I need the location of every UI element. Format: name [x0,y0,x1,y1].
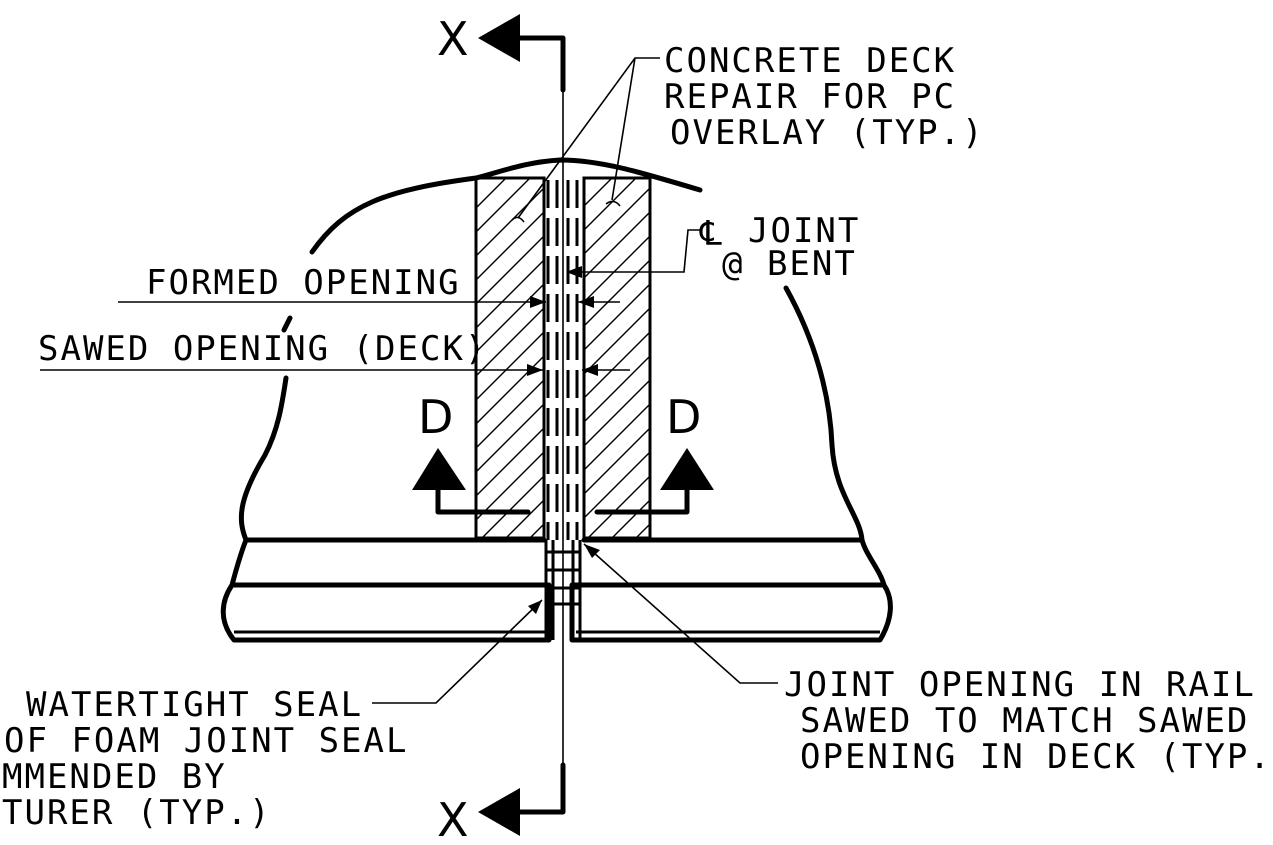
rail-band-right [569,537,893,643]
deck-break-outline [309,157,703,255]
hatch-line [584,259,650,327]
concrete-repair-leader [511,57,660,223]
joint-dashes [546,180,579,540]
label-watertight-seal-4: TURER (TYP.) [2,793,272,833]
hatch-line [476,307,544,377]
hatch-line [476,187,544,257]
label-joint-opening-2: SAWED TO MATCH SAWED [800,701,1249,741]
label-cl-joint-2: @ BENT [722,244,857,284]
section-letter-top: X [437,12,469,66]
hatch-line [476,259,544,329]
label-concrete-repair-2: REPAIR FOR PC [664,77,956,117]
label-watertight-seal-1: WATERTIGHT SEAL [26,685,363,725]
hatch-line [587,475,650,538]
hatch-line [476,451,544,521]
section-mark-d-right: D [594,390,714,515]
label-watertight-seal-2: OF FOAM JOINT SEAL [4,721,408,761]
section-letter-d-left: D [418,390,453,444]
watertight-seal-leader [372,599,543,704]
hatch-right [584,178,650,662]
hatch-line [529,523,544,538]
label-cl-joint-1: JOINT [748,211,860,251]
hatch-line [584,331,650,399]
seal-grid [544,540,582,640]
hatch-line [584,211,650,279]
hatch-line [584,403,650,471]
label-formed-opening: FORMED OPENING [146,263,461,303]
hatch-line [476,178,507,209]
section-mark-d-left: D [412,390,531,515]
hatch-line [584,283,650,351]
hatch-line [584,178,637,231]
hatch-line [505,499,544,538]
hatch-line [476,379,544,449]
hatch-line [584,355,650,423]
hatch-line [476,178,531,233]
label-concrete-repair-1: CONCRETE DECK [664,41,956,81]
section-mark-bottom: X [437,762,566,845]
formed-opening-dimension [118,296,620,308]
joint-opening-leader [583,543,778,684]
hatch-line [476,331,544,401]
hatch-line [584,548,650,614]
sawed-opening-dimension [40,364,630,376]
section-mark-top: X [437,12,566,93]
section-letter-bottom: X [437,793,469,845]
hatch-line [476,427,544,497]
label-joint-opening-1: JOINT OPENING IN RAIL [784,665,1256,705]
cl-joint-leader [566,229,700,278]
hatch-line [584,235,650,303]
cl-joint-symbol: ℄ [699,214,724,254]
hatch-line [584,187,650,255]
label-sawed-opening: SAWED OPENING (DECK) [38,329,487,369]
hatch-line [476,235,544,305]
hatch-line [584,427,650,495]
hatch-line [584,596,650,662]
deck-break-outline-right [783,285,865,543]
hatch-line [476,211,544,281]
hatch-line [584,379,650,447]
hatch-line [476,283,544,353]
hatch-line [584,451,650,519]
label-watertight-seal-3: MMENDED BY [2,757,227,797]
hatch-line [584,572,650,638]
hatch-line [476,403,544,473]
label-concrete-repair-3: OVERLAY (TYP.) [670,113,985,153]
rail-band-left [220,537,552,643]
section-letter-d-right: D [666,390,701,444]
deck-break-outline-left [238,315,293,543]
hatch-line [584,307,650,375]
hatch-line [584,178,613,207]
label-joint-opening-3: OPENING IN DECK (TYP.) [800,737,1273,777]
hatch-line [635,523,650,538]
